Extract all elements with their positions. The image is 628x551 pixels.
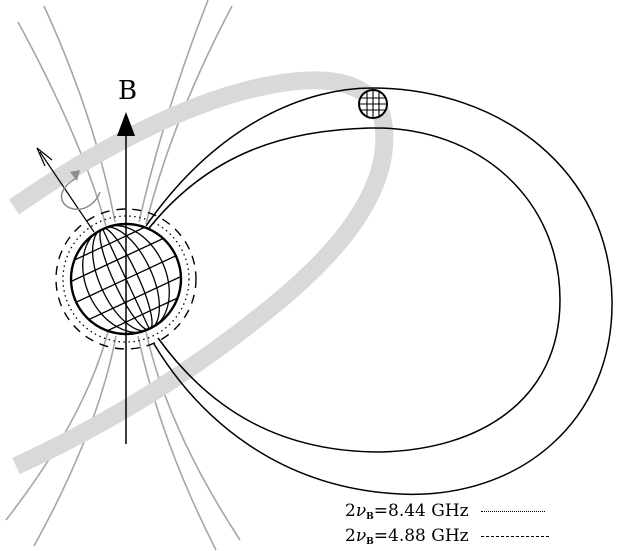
rotation-arrow-head <box>70 170 80 181</box>
closed-field-loops <box>145 87 613 496</box>
moon-globe <box>358 89 388 119</box>
field-line-lower-left-1 <box>5 331 109 521</box>
legend-swatch-dotted <box>480 511 545 512</box>
legend-row-8-44: 2νB=8.44 GHz <box>345 501 545 522</box>
legend-label-8-44: 2νB=8.44 GHz <box>345 501 469 522</box>
field-line-upper-left-2 <box>43 5 116 223</box>
magnetic-field-label: B <box>118 76 138 106</box>
legend-label-4-88: 2νB=4.88 GHz <box>345 526 469 547</box>
rotation-axis-arrow-head <box>36 147 53 167</box>
rotation-arrow <box>60 177 101 210</box>
field-line-lower-right-2 <box>137 335 217 551</box>
inner-loop <box>145 127 561 453</box>
layer-4-88-ghz <box>55 208 197 350</box>
field-line-lower-right-1 <box>145 331 241 541</box>
legend-swatch-dashed <box>480 536 549 537</box>
legend-row-4-88: 2νB=4.88 GHz <box>345 526 549 547</box>
field-line-upper-left-1 <box>17 21 107 227</box>
b-arrow-head <box>117 112 135 136</box>
rotation-axis <box>39 151 95 233</box>
outer-loop <box>145 87 613 496</box>
orbit-band <box>8 71 394 475</box>
